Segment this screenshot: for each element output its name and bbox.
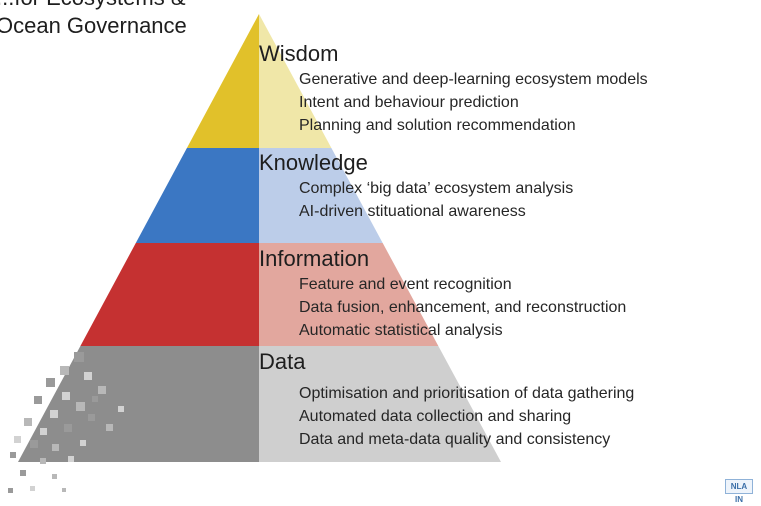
wisdom-item-1: Generative and deep-learning ecosystem m… bbox=[299, 71, 648, 88]
pixel-square bbox=[68, 456, 74, 462]
pixel-square bbox=[98, 386, 106, 394]
pixel-square bbox=[62, 488, 66, 492]
pixel-square bbox=[64, 424, 72, 432]
pixel-square bbox=[60, 366, 69, 375]
pixel-square bbox=[14, 436, 21, 443]
tier-data: Data Optimisation and prioritisation of … bbox=[259, 350, 634, 451]
pyramid bbox=[18, 14, 501, 462]
pixel-square bbox=[88, 414, 95, 421]
knowledge-item-1: Complex ‘big data’ ecosystem analysis bbox=[299, 180, 574, 197]
pixel-square bbox=[106, 424, 113, 431]
information-item-1: Feature and event recognition bbox=[299, 276, 512, 293]
wisdom-band-light bbox=[259, 14, 332, 148]
pixel-square bbox=[30, 486, 35, 491]
knowledge-band-light bbox=[259, 148, 383, 243]
tier-knowledge: Knowledge Complex ‘big data’ ecosystem a… bbox=[259, 151, 573, 223]
wisdom-item-2: Intent and behaviour prediction bbox=[299, 94, 519, 111]
pixel-dissolve-decoration bbox=[8, 352, 124, 493]
pixel-square bbox=[34, 396, 42, 404]
pixel-square bbox=[24, 418, 32, 426]
data-item-2: Automated data collection and sharing bbox=[299, 408, 572, 425]
pixel-square bbox=[50, 410, 58, 418]
wisdom-band-dark bbox=[186, 14, 259, 148]
information-item-2: Data fusion, enhancement, and reconstruc… bbox=[299, 299, 627, 316]
data-item-1: Optimisation and prioritisation of data … bbox=[299, 385, 635, 402]
pixel-square bbox=[20, 470, 26, 476]
information-band-dark bbox=[80, 243, 259, 346]
tier-information: Information Feature and event recognitio… bbox=[259, 247, 626, 342]
tier-label-information: Information bbox=[259, 246, 370, 271]
pixel-square bbox=[80, 440, 86, 446]
title-line-1: ...for Ecosystems & bbox=[0, 0, 186, 11]
wisdom-item-3: Planning and solution recommendation bbox=[299, 117, 576, 134]
tier-wisdom: Wisdom Generative and deep-learning ecos… bbox=[259, 42, 648, 137]
tier-label-data: Data bbox=[259, 349, 306, 374]
tier-label-wisdom: Wisdom bbox=[259, 41, 339, 66]
pixel-square bbox=[10, 452, 16, 458]
tier-label-knowledge: Knowledge bbox=[259, 150, 368, 175]
data-item-3: Data and meta-data quality and consisten… bbox=[299, 431, 611, 448]
title-line-2: Ocean Governance bbox=[0, 13, 187, 38]
knowledge-item-2: AI-driven stituational awareness bbox=[299, 203, 526, 220]
pixel-square bbox=[8, 488, 13, 493]
information-band-light bbox=[259, 243, 439, 346]
pixel-square bbox=[40, 458, 46, 464]
knowledge-band-dark bbox=[135, 148, 259, 243]
information-item-3: Automatic statistical analysis bbox=[299, 322, 503, 339]
pixel-square bbox=[62, 392, 70, 400]
pixel-square bbox=[52, 444, 59, 451]
pixel-square bbox=[92, 396, 98, 402]
pixel-square bbox=[30, 440, 38, 448]
pixel-square bbox=[52, 474, 57, 479]
pixel-square bbox=[118, 406, 124, 412]
data-band-dark bbox=[18, 346, 259, 462]
pixel-square bbox=[76, 402, 85, 411]
pixel-square bbox=[84, 372, 92, 380]
pixel-square bbox=[40, 428, 47, 435]
pixel-square bbox=[74, 352, 84, 362]
pixel-square bbox=[46, 378, 55, 387]
data-band-light bbox=[259, 346, 501, 462]
nla-logo: NLA IN bbox=[725, 479, 753, 504]
